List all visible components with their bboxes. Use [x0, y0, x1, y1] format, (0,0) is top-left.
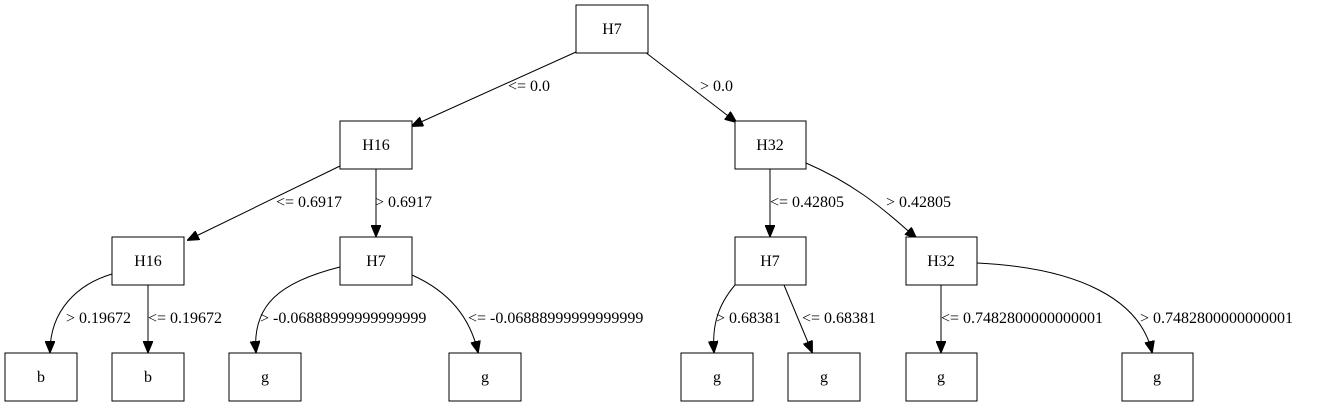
- edge-label: <= 0.6917: [276, 194, 342, 211]
- svg-text:H32: H32: [927, 253, 955, 270]
- leaf-node: g: [787, 352, 861, 402]
- edge-h7-to-h16: [412, 51, 577, 126]
- edge-h16-to-h16: [188, 165, 341, 240]
- edge-label: > -0.06888999999999999: [260, 310, 426, 327]
- tree-node: H7: [339, 236, 413, 286]
- edges: [50, 51, 1152, 352]
- edge-labels: <= 0.0 > 0.0 <= 0.6917 > 0.6917 <= 0.428…: [66, 78, 1293, 327]
- svg-text:H7: H7: [366, 253, 386, 270]
- edge-h7-to-g-left: [256, 266, 341, 352]
- edge-label: <= 0.0: [508, 78, 550, 95]
- edge-label: > 0.42805: [886, 194, 951, 211]
- svg-text:H16: H16: [134, 253, 162, 270]
- tree-node: H7: [575, 4, 649, 54]
- svg-text:g: g: [1153, 369, 1161, 386]
- leaf-node: g: [905, 352, 978, 402]
- svg-text:H7: H7: [760, 253, 780, 270]
- leaf-node: g: [228, 352, 302, 402]
- leaf-node: b: [4, 352, 78, 402]
- tree-node: H16: [111, 236, 185, 286]
- tree-node: H32: [734, 120, 807, 170]
- edge-h7-to-h32: [644, 51, 736, 122]
- edge-label: > 0.6917: [375, 194, 432, 211]
- leaf-node: g: [680, 352, 754, 402]
- edge-label: <= 0.7482800000000001: [941, 310, 1103, 327]
- leaf-node: g: [1121, 352, 1194, 402]
- edge-h16-to-b-left: [50, 273, 113, 352]
- svg-text:g: g: [937, 369, 945, 386]
- edge-h7-to-g-right: [411, 274, 478, 352]
- svg-text:g: g: [481, 369, 489, 386]
- edge-h7b-to-g-left: [714, 284, 736, 352]
- svg-text:b: b: [37, 369, 45, 386]
- tree-node: H32: [905, 236, 978, 286]
- edge-label: > 0.19672: [66, 310, 131, 327]
- leaf-node: b: [111, 352, 185, 402]
- tree-node: H16: [339, 120, 413, 170]
- svg-text:H32: H32: [756, 137, 784, 154]
- svg-text:b: b: [144, 369, 152, 386]
- svg-text:H16: H16: [362, 137, 390, 154]
- edge-h32-to-g-right: [976, 262, 1152, 352]
- edge-label: > 0.0: [700, 78, 733, 95]
- edge-h32-to-h32: [805, 162, 916, 238]
- edge-h7b-to-g-right: [783, 284, 812, 352]
- edge-label: <= 0.42805: [770, 194, 844, 211]
- tree-node: H7: [734, 236, 807, 286]
- edge-label: <= -0.06888999999999999: [468, 310, 643, 327]
- edge-label: <= 0.19672: [148, 310, 222, 327]
- svg-text:g: g: [261, 369, 269, 386]
- edge-label: > 0.7482800000000001: [1140, 310, 1293, 327]
- leaf-node: g: [448, 352, 522, 402]
- svg-text:g: g: [713, 369, 721, 386]
- nodes: H7 H16 H32 H16 H7 H7 H32 b: [4, 4, 1194, 402]
- svg-text:g: g: [820, 369, 828, 386]
- svg-text:H7: H7: [602, 21, 622, 38]
- edge-label: > 0.68381: [716, 310, 781, 327]
- edge-label: <= 0.68381: [802, 310, 876, 327]
